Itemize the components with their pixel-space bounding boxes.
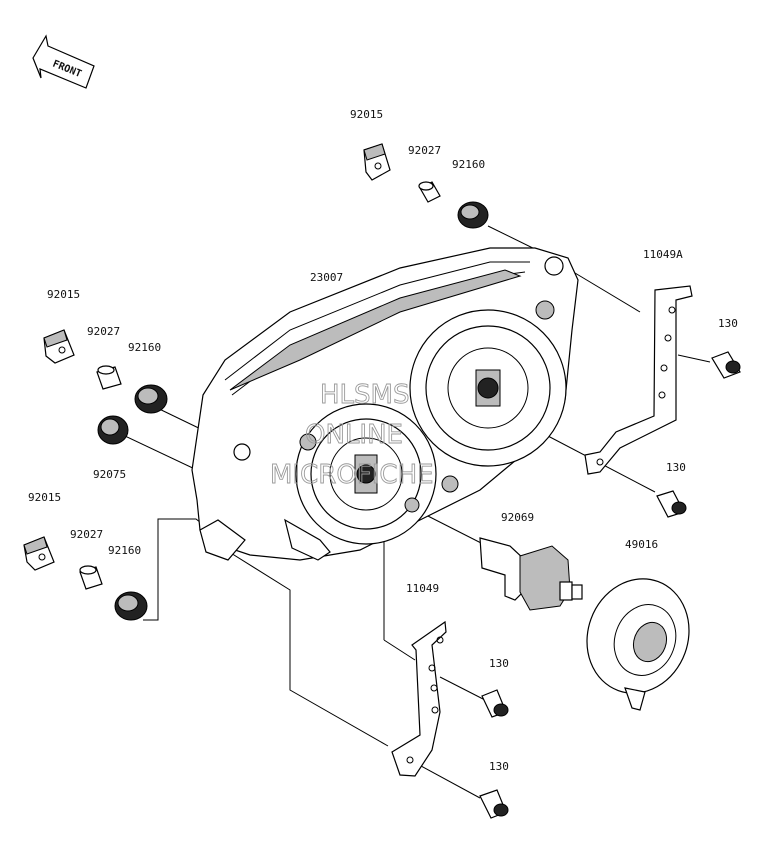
clip-92015-top[interactable]: [363, 143, 391, 181]
label-130-d[interactable]: 130: [489, 760, 509, 773]
bolt-130-d[interactable]: [479, 789, 509, 819]
label-11049A[interactable]: 11049A: [643, 248, 683, 261]
bolt-130-c[interactable]: [481, 689, 509, 718]
label-92160-mid[interactable]: 92160: [128, 341, 161, 354]
grommet-92160-mid[interactable]: [134, 384, 168, 414]
label-92075[interactable]: 92075: [93, 468, 126, 481]
label-130-b[interactable]: 130: [666, 461, 686, 474]
headlight-assembly[interactable]: [191, 247, 579, 561]
dust-cap-49016[interactable]: [571, 564, 705, 711]
label-92015-mid[interactable]: 92015: [47, 288, 80, 301]
label-92160-low[interactable]: 92160: [108, 544, 141, 557]
front-arrow-icon: FRONT: [32, 34, 95, 89]
bolt-130-b[interactable]: [656, 490, 687, 518]
bulb-92069[interactable]: [479, 537, 583, 611]
label-92160-top[interactable]: 92160: [452, 158, 485, 171]
part-labels: 92015 92027 92160 23007 11049A 130 92015…: [28, 108, 738, 773]
label-92027-top[interactable]: 92027: [408, 144, 441, 157]
collar-92027-mid[interactable]: [96, 365, 122, 390]
damper-92075[interactable]: [97, 415, 129, 445]
label-92069[interactable]: 92069: [501, 511, 534, 524]
label-11049[interactable]: 11049: [406, 582, 439, 595]
watermark-line-3: MICROFICHE: [270, 460, 434, 490]
collar-92027-top[interactable]: [418, 181, 441, 203]
bolt-130-a[interactable]: [711, 351, 741, 379]
clip-92015-low[interactable]: [23, 536, 55, 571]
watermark-line-1: HLSMS: [320, 380, 409, 410]
clip-92015-mid[interactable]: [43, 329, 75, 364]
label-49016[interactable]: 49016: [625, 538, 658, 551]
label-92015-top[interactable]: 92015: [350, 108, 383, 121]
label-130-c[interactable]: 130: [489, 657, 509, 670]
bracket-11049A[interactable]: [584, 285, 693, 475]
label-23007[interactable]: 23007: [310, 271, 343, 284]
grommet-92160-low[interactable]: [114, 591, 148, 621]
label-130-a[interactable]: 130: [718, 317, 738, 330]
watermark: HLSMS ONLINE MICROFICHE: [270, 380, 434, 491]
label-92027-mid[interactable]: 92027: [87, 325, 120, 338]
label-92015-low[interactable]: 92015: [28, 491, 61, 504]
grommet-92160-top[interactable]: [457, 201, 489, 229]
watermark-line-2: ONLINE: [305, 420, 403, 450]
label-92027-low[interactable]: 92027: [70, 528, 103, 541]
collar-92027-low[interactable]: [79, 565, 103, 590]
bracket-11049[interactable]: [391, 620, 447, 777]
